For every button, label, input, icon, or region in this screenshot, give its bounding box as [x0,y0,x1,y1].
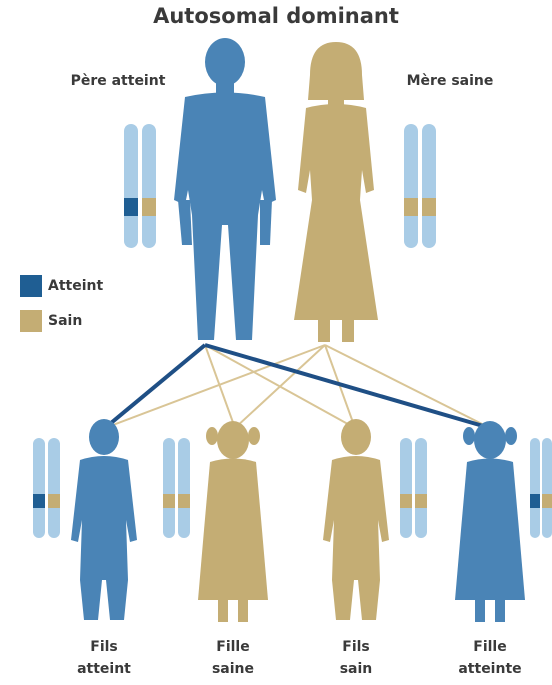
chromosomes-daughter-affected [530,438,552,538]
child-label-line1: Fils [54,636,154,658]
child-label-daughter-healthy: Fille saine [183,636,283,680]
child-label-line2: saine [183,658,283,680]
legend-affected: Atteint [20,275,103,297]
daughter-affected-figure [455,421,525,622]
child-label-line2: atteinte [440,658,540,680]
legend-healthy-swatch [20,310,42,332]
line-mother-to-son-affected [105,345,325,428]
father-label: Père atteint [48,70,188,92]
son-healthy-figure [323,419,389,620]
child-label-line1: Fille [183,636,283,658]
inheritance-lines [105,345,490,428]
child-label-daughter-affected: Fille atteinte [440,636,540,680]
chromosomes-father [124,124,156,248]
legend-affected-swatch [20,275,42,297]
daughter-healthy-figure [198,421,268,622]
line-father-to-son-healthy [205,345,355,428]
child-label-line2: atteint [54,658,154,680]
child-label-son-healthy: Fils sain [306,636,406,680]
child-label-line2: sain [306,658,406,680]
chromosomes-daughter-healthy [163,438,190,538]
legend-healthy-label: Sain [48,313,82,329]
chromosomes-son-healthy [400,438,427,538]
child-label-son-affected: Fils atteint [54,636,154,680]
mother-figure [294,42,378,342]
line-father-to-daughter-healthy [205,345,235,428]
child-label-line1: Fille [440,636,540,658]
mother-label: Mère saine [380,70,520,92]
father-figure [174,38,276,340]
legend-affected-label: Atteint [48,278,103,294]
chromosomes-son-affected [33,438,60,538]
chromosomes-mother [404,124,436,248]
legend-healthy: Sain [20,310,82,332]
son-affected-figure [71,419,137,620]
diagram-title: Autosomal dominant [0,4,552,28]
child-label-line1: Fils [306,636,406,658]
line-father-to-son-affected [105,345,205,428]
